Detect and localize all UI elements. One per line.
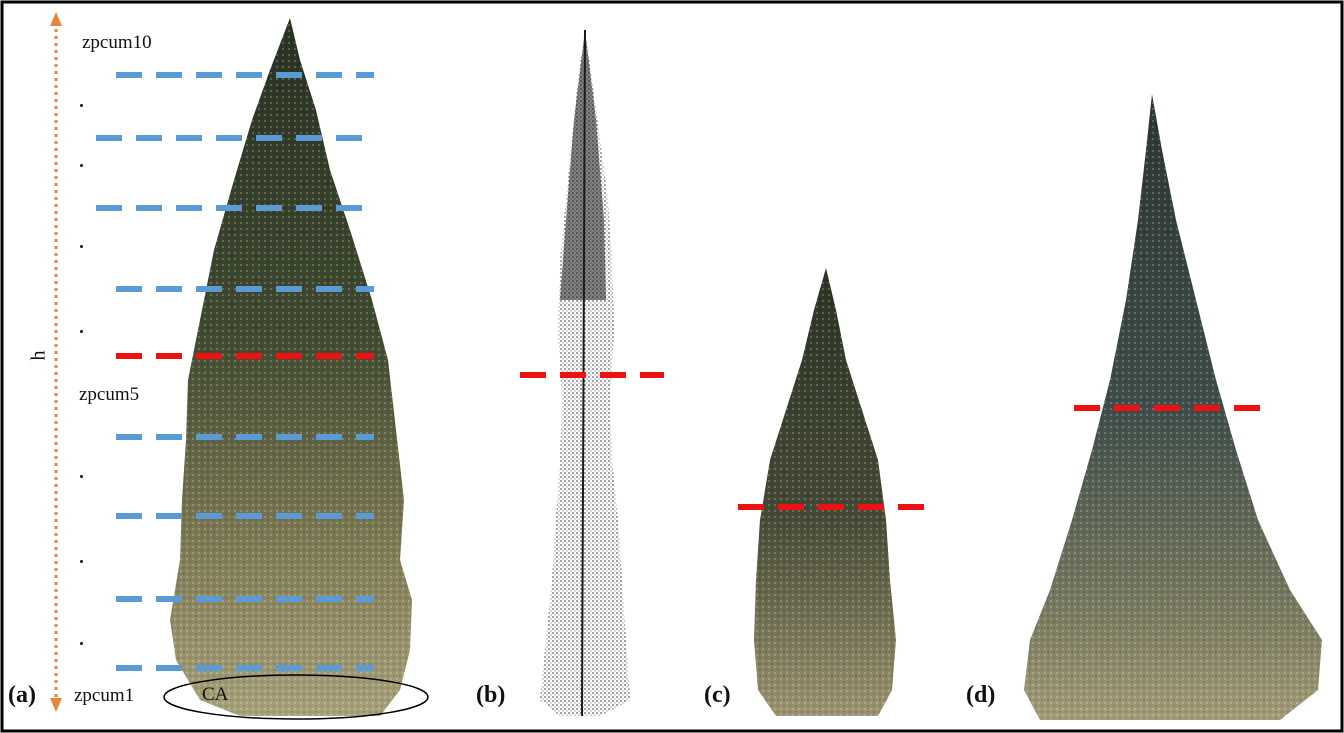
ellipsis-dot [80,164,83,167]
panel-label-c: (c) [704,682,731,708]
ellipse-outline-icon [163,674,429,720]
panel-label-d: (d) [966,682,996,708]
ellipsis-dot [80,642,83,645]
label-zpcum5: zpcum5 [79,384,140,405]
percentile-lines [96,72,374,671]
panel-a [50,12,429,720]
tree-a-image [170,18,412,716]
panel-c [738,268,930,716]
panel-label-b: (b) [476,682,506,708]
label-crown-area: CA [202,684,229,705]
label-height: h [27,350,50,361]
label-zpcum1: zpcum1 [74,685,135,706]
ellipsis-dot [80,475,83,478]
tree-c-image [754,268,896,716]
panel-d [1024,94,1322,720]
ellipsis-dot [80,330,83,333]
ellipsis-dot [80,560,83,563]
label-zpcum10: zpcum10 [82,32,152,53]
ellipsis-dot [80,245,83,248]
panel-label-a: (a) [8,682,36,708]
panel-b [520,29,664,717]
ellipsis-dot [80,104,83,107]
double-headed-dotted-arrow-icon [50,12,62,712]
